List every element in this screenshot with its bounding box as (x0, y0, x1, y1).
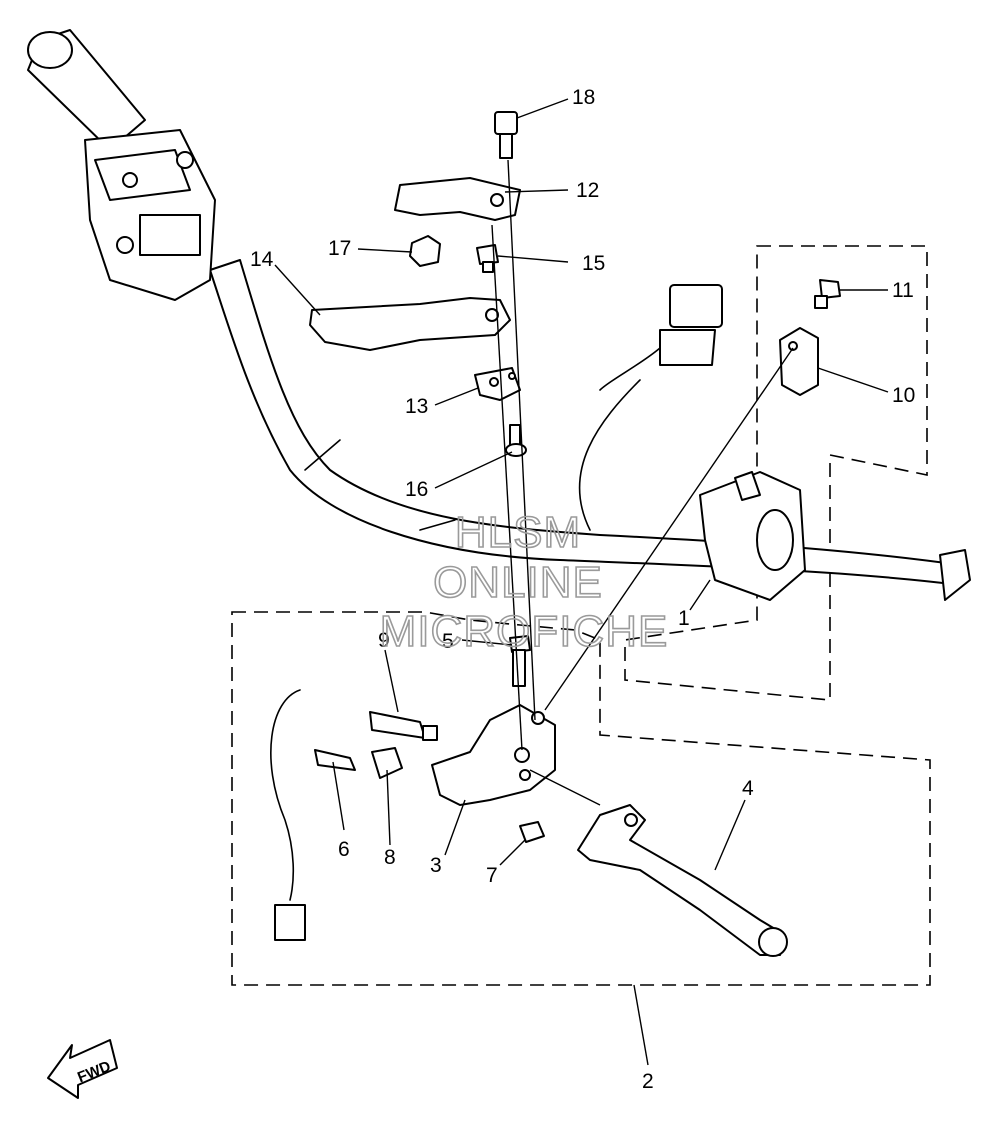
part-7-nut (519, 821, 545, 843)
handlebar (209, 259, 971, 601)
callout-15: 15 (582, 252, 605, 275)
callout-labels: 18 12 17 15 14 11 10 13 16 1 5 9 4 6 8 3… (250, 86, 915, 1093)
callout-6: 6 (338, 838, 350, 861)
part-18-bolt (494, 111, 518, 159)
part-3-holder (431, 704, 556, 806)
callout-2: 2 (642, 1070, 654, 1093)
callout-11: 11 (892, 279, 914, 302)
part-13-plate (474, 367, 521, 401)
part-17-knob (409, 235, 441, 267)
part-8-nut (371, 747, 403, 779)
callout-18: 18 (572, 86, 595, 109)
forward-arrow-icon (47, 1039, 118, 1099)
switch-connector (599, 284, 723, 391)
callout-12: 12 (576, 179, 599, 202)
part-9-cable (270, 689, 438, 941)
center-lines (491, 159, 794, 806)
part-6-adjuster (314, 749, 356, 771)
callout-8: 8 (384, 846, 396, 869)
part-11-bolt (814, 279, 841, 309)
callout-3: 3 (430, 854, 442, 877)
callout-5: 5 (442, 630, 454, 653)
assembly-2-boundary (231, 611, 931, 986)
callout-14: 14 (250, 248, 274, 271)
callout-17: 17 (328, 237, 351, 260)
callout-13: 13 (405, 395, 428, 418)
part-10-clamp (779, 327, 819, 396)
callout-10: 10 (892, 384, 915, 407)
watermark-line-2: ONLINE (433, 558, 603, 607)
callout-9: 9 (378, 629, 390, 652)
callout-7: 7 (486, 864, 498, 887)
callout-16: 16 (405, 478, 428, 501)
callout-1: 1 (678, 607, 690, 630)
callout-4: 4 (742, 777, 754, 800)
leader-lines (274, 98, 889, 1066)
forward-direction-indicator: FWD (47, 1039, 118, 1099)
part-1-switch (699, 471, 806, 601)
part-12-bracket (394, 177, 521, 221)
left-grip-assembly (27, 29, 216, 301)
assembly-switch-boundary (624, 245, 928, 701)
part-14-lever (309, 297, 511, 351)
part-16-screw (505, 424, 527, 457)
watermark-line-3: MICROFICHE (380, 607, 669, 656)
watermark: HLSM ONLINE MICROFICHE (379, 507, 669, 657)
watermark-line-1: HLSM (455, 508, 581, 557)
part-4-lever (577, 804, 788, 957)
